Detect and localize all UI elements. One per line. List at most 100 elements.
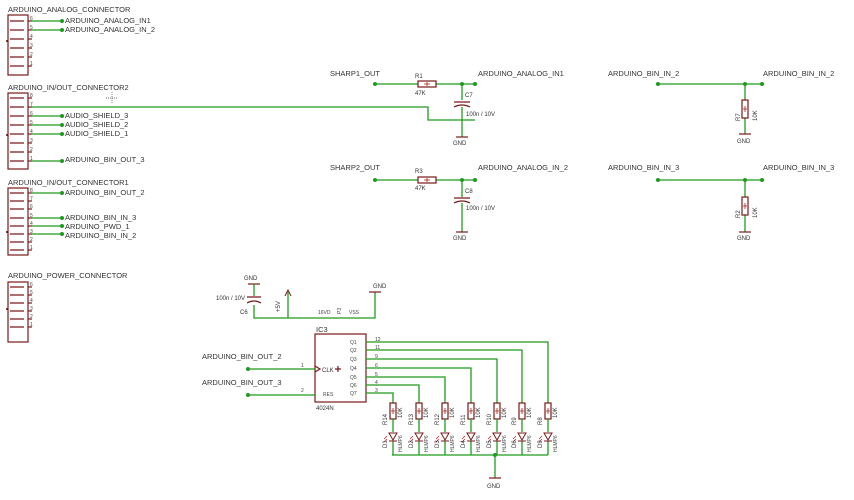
pin-number: 5 bbox=[30, 120, 33, 126]
power-connector: ARDUINO_POWER_CONNECTOR bbox=[6, 271, 128, 343]
resistor-r12 bbox=[441, 402, 449, 420]
pin-number: 1 bbox=[30, 156, 33, 162]
vss-label: VSS bbox=[349, 310, 360, 316]
inout-connector-1: ARDUINO_IN/OUT_CONNECTOR1 ARDUINO_BIN_OU… bbox=[6, 178, 145, 256]
inout-connector-1-title: ARDUINO_IN/OUT_CONNECTOR1 bbox=[8, 178, 129, 187]
resistor-r11 bbox=[467, 402, 475, 420]
power-section: GND 100n / 10V C6 +5V GND 16VD VSS P3 bbox=[216, 276, 387, 319]
capacitor-value: 100n / 10V bbox=[216, 296, 245, 302]
gnd-label: GND bbox=[453, 236, 467, 242]
output-label: Q5 bbox=[350, 375, 357, 381]
led-d2 bbox=[409, 432, 424, 443]
section-label: P3 bbox=[337, 308, 343, 314]
gnd-label: GND bbox=[737, 139, 751, 145]
pulldown-2: ARDUINO_BIN_IN_3 ARDUINO_BIN_IN_3 R2 10K… bbox=[608, 163, 834, 242]
net-label: AUDIO_SHIELD_1 bbox=[65, 129, 128, 138]
capacitor-c8 bbox=[453, 197, 471, 204]
resistor-value: 10K bbox=[753, 110, 759, 121]
ic-part: 4024N bbox=[316, 406, 334, 412]
resistor-r10 bbox=[493, 402, 501, 420]
resistor-r14 bbox=[389, 402, 397, 420]
resistor-name: R12 bbox=[435, 413, 441, 425]
capacitor-name: C8 bbox=[465, 189, 473, 195]
net-label: ARDUINO_ANALOG_IN1 bbox=[65, 16, 151, 25]
net-label: ARDUINO_BIN_IN_2 bbox=[763, 69, 834, 78]
led-part: HLMP6 bbox=[527, 435, 533, 452]
led-d9 bbox=[538, 432, 553, 443]
led-part: HLMP6 bbox=[398, 435, 404, 452]
analog-connector: ARDUINO_ANALOG_CONNECTOR ARDUINO_ANALOG_… bbox=[6, 5, 155, 76]
resistor-name: R14 bbox=[383, 413, 389, 425]
resistor-name: R13 bbox=[409, 413, 415, 425]
net-label: ARDUINO_BIN_OUT_2 bbox=[202, 352, 282, 361]
pin-number: 4 bbox=[30, 221, 33, 227]
reset-label: RES bbox=[323, 392, 334, 398]
led-name: D5 bbox=[487, 440, 493, 448]
resistor-name: R11 bbox=[461, 414, 467, 425]
net-label: ARDUINO_BIN_IN_2 bbox=[608, 69, 679, 78]
resistor-name: R2 bbox=[736, 210, 742, 218]
pin-number: 7 bbox=[30, 196, 33, 202]
pin-number: 6 bbox=[375, 363, 378, 369]
net-label: ARDUINO_BIN_OUT_3 bbox=[202, 378, 282, 387]
pin-number: 1 bbox=[301, 363, 304, 369]
resistor-value: 47K bbox=[415, 91, 426, 97]
pin-number: 4 bbox=[30, 129, 33, 135]
supply-label: +5V bbox=[276, 301, 282, 312]
pin-number: 1 bbox=[30, 322, 33, 328]
resistor-name: R3 bbox=[415, 169, 423, 175]
capacitor-value: 100n / 10V bbox=[466, 112, 495, 118]
pin-number: 6 bbox=[30, 111, 33, 117]
led-part: HLMP6 bbox=[553, 435, 559, 452]
net-label: ARDUINO_ANALOG_IN_2 bbox=[65, 25, 155, 34]
pin-number: 9 bbox=[375, 354, 378, 360]
pin-number: 11 bbox=[375, 345, 380, 351]
led-name: D9 bbox=[538, 440, 544, 448]
resistor-value: 10K bbox=[753, 207, 759, 218]
net-label: ARDUINO_ANALOG_IN_2 bbox=[478, 163, 568, 172]
inout-connector-2: ARDUINO_IN/OUT_CONNECTOR2 AUDIO_SHIELD_3… bbox=[6, 83, 475, 170]
capacitor-c7 bbox=[453, 101, 471, 108]
net-label: ARDUINO_BIN_IN_3 bbox=[763, 163, 834, 172]
pin-number: 5 bbox=[30, 25, 33, 31]
pin-number: 6 bbox=[30, 282, 33, 288]
pin-number: 2 bbox=[30, 237, 33, 243]
resistor-r9 bbox=[518, 402, 526, 420]
pin-number: 2 bbox=[30, 52, 33, 58]
pin-number: 3 bbox=[30, 229, 33, 235]
pin-number: 5 bbox=[30, 213, 33, 219]
pin-number: 4 bbox=[30, 34, 33, 40]
resistor-r8 bbox=[544, 402, 552, 420]
analog-connector-title: ARDUINO_ANALOG_CONNECTOR bbox=[8, 5, 131, 14]
led-name: D6 bbox=[512, 440, 518, 448]
led-d3 bbox=[435, 432, 450, 443]
pin-number: 7 bbox=[30, 102, 33, 108]
capacitor-name: C7 bbox=[465, 93, 473, 99]
gnd-label: GND bbox=[453, 141, 467, 147]
net-label: ARDUINO_ANALOG_IN1 bbox=[478, 69, 564, 78]
resistor-name: R1 bbox=[415, 74, 423, 80]
supply-arrow-icon bbox=[284, 288, 292, 297]
output-label: Q1 bbox=[350, 340, 357, 346]
resistor-value: 10K bbox=[553, 407, 559, 418]
pin-number: 4 bbox=[375, 380, 378, 386]
pin-number: 3 bbox=[30, 43, 33, 49]
gnd-label: GND bbox=[244, 276, 258, 282]
output-label: Q2 bbox=[350, 348, 357, 354]
filter-channel-1: SHARP1_OUT ARDUINO_ANALOG_IN1 R1 47K C7 … bbox=[330, 69, 564, 147]
resistor-name: R7 bbox=[736, 113, 742, 121]
pulldown-1: ARDUINO_BIN_IN_2 ARDUINO_BIN_IN_2 R7 10K… bbox=[608, 69, 834, 145]
led-name: D1 bbox=[383, 440, 389, 448]
net-label: SHARP1_OUT bbox=[330, 69, 380, 78]
net-label: ARDUINO_BIN_OUT_3 bbox=[65, 155, 145, 164]
resistor-value: 10K bbox=[502, 407, 508, 418]
capacitor-name: C6 bbox=[240, 310, 248, 316]
led-part: HLMP6 bbox=[424, 435, 430, 452]
pin-number: 2 bbox=[30, 314, 33, 320]
pin-number: 12 bbox=[375, 337, 381, 343]
output-label: Q4 bbox=[350, 366, 357, 372]
net-label: ARDUINO_BIN_IN_3 bbox=[65, 213, 136, 222]
net-label: AUDIO_SHIELD_3 bbox=[65, 111, 128, 120]
